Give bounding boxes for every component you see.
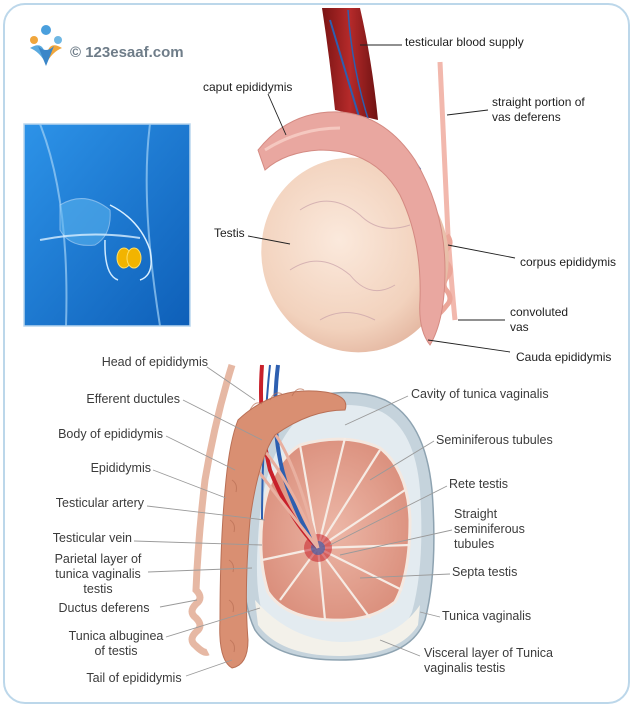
testis-section-figure <box>188 363 435 669</box>
label-cauda-epididymis: Cauda epididymis <box>516 350 611 364</box>
label-seminiferous-tubules: Seminiferous tubules <box>436 433 553 447</box>
label-tail-of-epididymis: Tail of epididymis <box>86 671 181 685</box>
label-testis: Testis <box>214 226 245 240</box>
leader-tail <box>185 659 233 677</box>
leader-rete <box>329 485 448 546</box>
label-visceral-line2: vaginalis testis <box>424 661 505 675</box>
leader-caput <box>267 93 287 136</box>
watermark-text: © 123esaaf.com <box>70 44 184 61</box>
leader-ductus <box>159 599 198 608</box>
label-rete-testis: Rete testis <box>449 477 508 491</box>
label-septa-testis: Septa testis <box>452 565 517 579</box>
leader-tunica-vaginalis <box>419 611 441 618</box>
leader-body-epididymis <box>165 435 236 471</box>
testis-external-figure <box>257 8 458 353</box>
label-corpus-epididymis: corpus epididymis <box>520 255 616 269</box>
label-testicular-artery: Testicular artery <box>56 496 145 510</box>
leader-septa <box>359 573 451 579</box>
leader-cavity <box>344 395 409 426</box>
leader-head-epididymis <box>206 366 256 401</box>
leader-straight-vas <box>446 109 489 116</box>
label-caput-epididymis: caput epididymis <box>203 80 292 94</box>
label-efferent-ductules: Efferent ductules <box>86 392 180 406</box>
label-straight-line3: tubules <box>454 537 494 551</box>
label-tunica-vaginalis: Tunica vaginalis <box>442 609 531 623</box>
leader-straight-tubules <box>339 529 453 556</box>
leader-efferent <box>182 399 263 441</box>
label-straight-line2: seminiferous <box>454 522 525 536</box>
label-ductus-deferens: Ductus deferens <box>58 601 149 615</box>
label-body-of-epididymis: Body of epididymis <box>58 427 163 441</box>
label-visceral-line1: Visceral layer of Tunica <box>424 646 553 660</box>
leader-corpus <box>447 244 516 259</box>
people-logo-icon <box>30 25 62 66</box>
label-head-of-epididymis: Head of epididymis <box>102 355 208 369</box>
label-albuginea-line1: Tunica albuginea <box>69 629 164 643</box>
label-straight-line1: Straight <box>454 507 498 521</box>
leader-testis <box>247 235 291 245</box>
label-parietal-line3: testis <box>83 582 112 596</box>
label-straight-vas-line2: vas deferens <box>492 110 561 124</box>
label-testicular-blood-supply: testicular blood supply <box>405 35 524 49</box>
label-parietal-line2: tunica vaginalis <box>55 567 140 581</box>
leader-cauda <box>427 339 511 353</box>
leader-testicular-vein <box>133 540 263 546</box>
label-cavity-tunica-vaginalis: Cavity of tunica vaginalis <box>411 387 549 401</box>
leader-albuginea <box>165 607 261 638</box>
label-convoluted-vas-line1: convoluted <box>510 305 568 319</box>
label-convoluted-vas-line2: vas <box>510 320 529 334</box>
label-testicular-vein: Testicular vein <box>53 531 132 545</box>
leader-visceral <box>379 639 421 657</box>
label-parietal-line1: Parietal layer of <box>55 552 142 566</box>
label-straight-vas-line1: straight portion of <box>492 95 585 109</box>
label-epididymis: Epididymis <box>91 461 151 475</box>
leader-testicular-artery <box>146 505 266 521</box>
leader-epididymis <box>152 469 227 499</box>
leader-seminiferous <box>369 440 435 481</box>
inset-location-figure <box>23 123 191 327</box>
leader-parietal <box>147 567 253 573</box>
label-albuginea-line2: of testis <box>94 644 137 658</box>
